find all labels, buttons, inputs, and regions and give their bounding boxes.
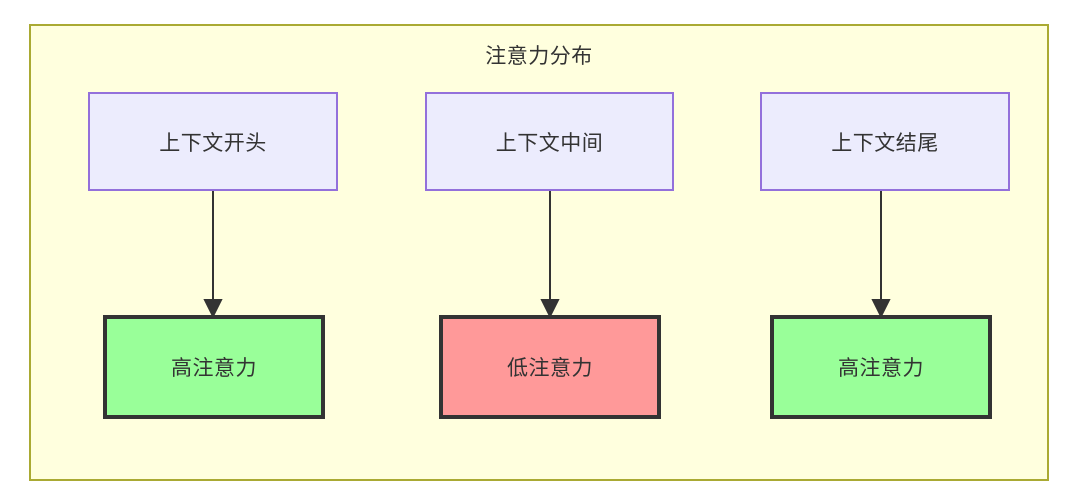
node-context-end[interactable]: 上下文结尾 — [760, 92, 1010, 191]
node-label: 上下文中间 — [495, 131, 604, 155]
subgraph-title: 注意力分布 — [485, 45, 593, 68]
node-attention-low-middle[interactable]: 低注意力 — [439, 315, 661, 419]
node-label: 高注意力 — [171, 357, 257, 380]
node-label: 上下文开头 — [159, 131, 267, 155]
node-attention-high-end[interactable]: 高注意力 — [770, 315, 992, 419]
node-attention-high-start[interactable]: 高注意力 — [103, 315, 325, 419]
node-context-start[interactable]: 上下文开头 — [88, 92, 338, 191]
node-label: 低注意力 — [507, 357, 593, 380]
node-label: 上下文结尾 — [831, 131, 939, 155]
node-label: 高注意力 — [838, 357, 924, 380]
node-context-middle[interactable]: 上下文中间 — [425, 92, 674, 191]
